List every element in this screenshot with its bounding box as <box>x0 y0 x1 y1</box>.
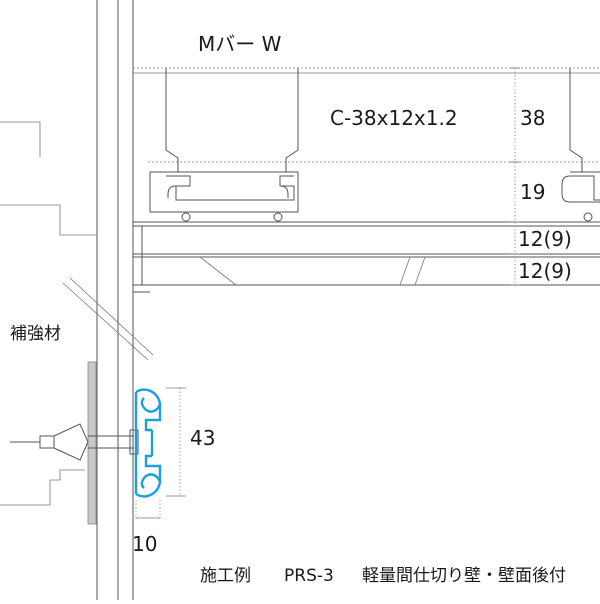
ceiling-reference-lines <box>133 67 600 163</box>
ceiling-boards <box>132 221 600 293</box>
wall-frame <box>96 0 134 600</box>
dimension-lines-right <box>510 67 520 286</box>
dimension-43 <box>166 387 186 497</box>
diagonal-lines <box>62 277 154 361</box>
prs-rail-profile <box>134 388 162 498</box>
dim-12-lower-label: 12(9) <box>518 259 572 283</box>
m-bar-label: Mバー W <box>198 32 282 56</box>
dim-12-upper-label: 12(9) <box>518 227 572 251</box>
dim-43-label: 43 <box>190 426 216 450</box>
dimension-10 <box>135 500 161 520</box>
dim-38-label: 38 <box>520 106 546 130</box>
caption-description: 軽量間仕切り壁・壁面後付 <box>362 566 566 586</box>
reinforcement-label: 補強材 <box>10 324 61 344</box>
caption-model: PRS-3 <box>284 566 334 586</box>
reinforcement-plate <box>87 361 97 525</box>
c-channel-right <box>569 68 583 172</box>
c-channel-label: C-38x12x1.2 <box>330 106 458 130</box>
dim-19-label: 19 <box>520 180 546 204</box>
c-channel-left <box>165 68 299 172</box>
m-bar-profile <box>149 171 600 222</box>
caption-example: 施工例 <box>200 566 251 586</box>
toggle-bolt-anchor <box>10 423 139 461</box>
dim-10-label: 10 <box>132 532 158 556</box>
background-outline <box>0 121 97 506</box>
